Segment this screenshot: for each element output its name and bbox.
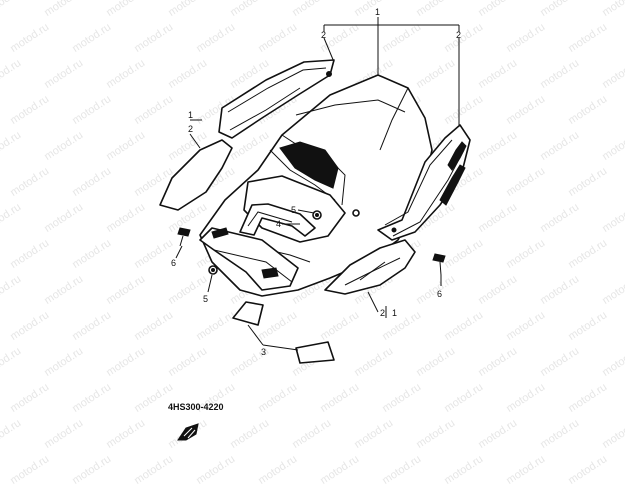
callout-1-side: 1 (188, 110, 193, 120)
lower-mount-plate (199, 227, 299, 291)
callout-2-bottom: 2 (380, 308, 385, 318)
right-lower-cover (324, 239, 416, 295)
diagram-code: 4HS300-4220 (168, 402, 224, 412)
callout-5-upper: 5 (291, 205, 296, 215)
callout-4: 4 (276, 219, 281, 229)
exploded-parts-diagram: 1 2 2 1 2 4 5 6 5 6 2 1 3 4HS300-4220 (159, 7, 471, 441)
callout-1-bottom: 1 (392, 308, 397, 318)
callout-5-lower: 5 (203, 294, 208, 304)
leader-lines (175, 17, 460, 351)
callout-2-left: 2 (321, 30, 326, 40)
callout-6-right: 6 (437, 289, 442, 299)
callout-3: 3 (261, 347, 266, 357)
right-side-cover (377, 124, 471, 241)
grab-bar-bracket (239, 203, 316, 237)
left-side-panel (159, 139, 233, 211)
callout-2-side: 2 (188, 124, 193, 134)
fasteners (177, 209, 446, 276)
callout-1-top: 1 (375, 7, 380, 17)
tail-light-opening (279, 141, 339, 189)
damper-rubber-lower (295, 341, 335, 364)
bolt-right (432, 253, 446, 263)
left-side-cover (218, 59, 335, 139)
damper-rubber-upper (232, 301, 264, 326)
front-direction-mark (177, 423, 199, 441)
bolt-left (177, 227, 191, 237)
callout-2-right: 2 (456, 30, 461, 40)
callout-6-left: 6 (171, 258, 176, 268)
grommet-center (352, 209, 360, 217)
